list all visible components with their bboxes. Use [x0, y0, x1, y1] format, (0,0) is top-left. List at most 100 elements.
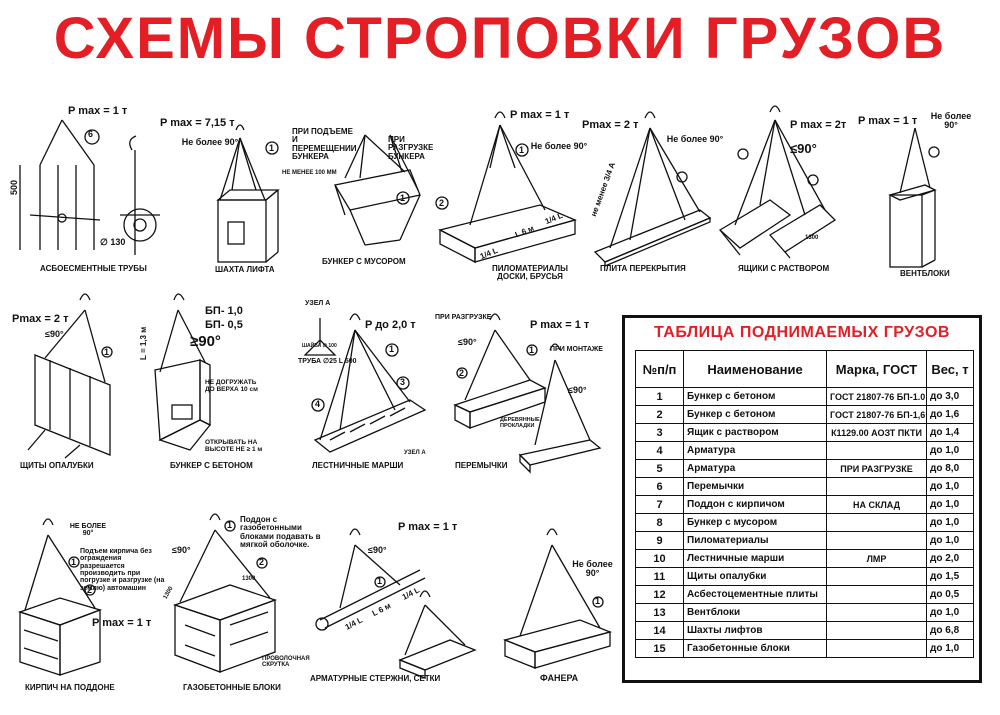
gasblocks-drawing: [173, 513, 277, 673]
table-cell-num: 5: [635, 459, 684, 478]
formwork-caption: ЩИТЫ ОПАЛУБКИ: [20, 461, 94, 470]
table-cell-weight: до 2,0: [926, 549, 974, 568]
bunker-concrete-bp2: БП- 0,5: [205, 319, 243, 331]
lintels-angle-1: ≤90°: [458, 337, 477, 347]
bunker-trash-callout-1: 1: [400, 193, 406, 203]
stairs-callout-1: 1: [389, 344, 395, 354]
pipes-dim-500: 500: [9, 179, 19, 195]
bunker-trash-drawing: [333, 134, 421, 246]
shaft-caption: ШАХТА ЛИФТА: [215, 265, 275, 274]
ventblock-angle-note: Не более 90°: [930, 111, 972, 131]
table-cell-mark: [826, 621, 927, 640]
header-weight: Вес, т: [926, 350, 974, 388]
boxes-angle: ≤90°: [790, 141, 817, 156]
table-cell-mark: ПРИ РАЗГРУЗКЕ: [826, 459, 927, 478]
table-cell-mark: [826, 603, 927, 622]
pipes-diameter: ∅ 130: [100, 237, 126, 247]
formwork-drawing: [27, 293, 113, 459]
bricks-callout-1: 1: [71, 557, 77, 567]
table-cell-mark: К1129.00 АОЗТ ПКТИ: [826, 423, 927, 442]
formwork-pmax: Pmax = 2 т: [12, 313, 69, 325]
lintels-callout-2: 2: [459, 368, 465, 378]
table-cell-name: Щиты опалубки: [683, 567, 827, 586]
stairs-pmax: P до 2,0 т: [365, 319, 416, 331]
table-cell-weight: до 0,5: [926, 585, 974, 604]
table-cell-num: 10: [635, 549, 684, 568]
table-cell-name: Асбестоцементные плиты: [683, 585, 827, 604]
slab-drawing: [593, 111, 712, 267]
shaft-angle-note: Не более 90°: [181, 137, 239, 147]
lintels-callout-1: 1: [529, 345, 535, 355]
header-mark: Марка, ГОСТ: [826, 350, 927, 388]
ventblock-caption: ВЕНТБЛОКИ: [900, 269, 950, 278]
bunker-trash-caption: БУНКЕР С МУСОРОМ: [322, 257, 406, 266]
table-cell-name: Арматура: [683, 441, 827, 460]
plywood-callout-1: 1: [595, 596, 601, 606]
table-cell-num: 12: [635, 585, 684, 604]
table-header-row: №п/п Наименование Марка, ГОСТ Вес, т: [635, 350, 974, 388]
table-cell-mark: [826, 531, 927, 550]
slab-angle-note: Не более 90°: [666, 134, 724, 144]
pipes-caption: АСБОЕСМЕНТНЫЕ ТРУБЫ: [40, 264, 147, 273]
table-cell-name: Бункер с мусором: [683, 513, 827, 532]
table-cell-weight: до 1,0: [926, 477, 974, 496]
table-cell-weight: до 1,5: [926, 567, 974, 586]
plywood-drawing: [502, 528, 613, 669]
pipes-drawing: [19, 119, 160, 255]
table-cell-num: 2: [635, 405, 684, 424]
slab-caption: ПЛИТА ПЕРЕКРЫТИЯ: [600, 264, 686, 273]
stairs-washer: ШАЙБА ∅ 100: [302, 343, 337, 349]
table-cell-mark: [826, 441, 927, 460]
table-cell-name: Газобетонные блоки: [683, 639, 827, 658]
bunker-concrete-angle: ≥90°: [190, 333, 221, 350]
lintels-pmax: P max = 1 т: [530, 319, 590, 331]
rebar-callout-1: 1: [377, 576, 383, 586]
boxes-drawing: [718, 105, 837, 259]
bunker-trash-note-min: НЕ МЕНЕЕ 100 ММ: [282, 170, 337, 176]
table-cell-mark: НА СКЛАД: [826, 495, 927, 514]
lintels-unload: ПРИ РАЗГРУЗКЕ: [435, 314, 492, 321]
bunker-concrete-drawing: [154, 293, 212, 451]
gasblocks-wire: ПРОВОЛОЧНАЯ СКРУТКА: [262, 656, 310, 669]
table-cell-name: Перемычки: [683, 477, 827, 496]
ventblock-drawing: [888, 127, 940, 268]
boxes-pmax: P max = 2т: [790, 119, 847, 131]
table-cell-mark: [826, 513, 927, 532]
table-cell-name: Вентблоки: [683, 603, 827, 622]
table-cell-num: 1: [635, 387, 684, 406]
bunker-concrete-bp1: БП- 1,0: [205, 305, 243, 317]
bunker-trash-note-unload: ПРИ РАЗГРУЗКЕ БУНКЕРА: [388, 135, 434, 161]
table-cell-num: 3: [635, 423, 684, 442]
shaft-pmax: P max = 7,15 т: [160, 117, 235, 129]
slab-pmax: Pmax = 2 т: [582, 119, 639, 131]
bricks-angle-note: НЕ БОЛЕЕ 90°: [69, 523, 107, 538]
bricks-callout-2: 2: [87, 585, 93, 595]
bricks-drawing: [17, 518, 103, 676]
table-cell-mark: ГОСТ 21807-76 БП-1,6: [826, 405, 927, 424]
gasblocks-callout-2: 2: [259, 557, 265, 567]
lintels-drawing: [453, 313, 602, 474]
plywood-caption: ФАНЕРА: [540, 673, 579, 683]
gasblocks-dim-2: 1300: [242, 576, 256, 582]
header-num: №п/п: [635, 350, 684, 388]
boxes-caption: ЯЩИКИ С РАСТВОРОМ: [738, 264, 830, 273]
rebar-pmax: P max = 1 т: [398, 521, 458, 533]
table-cell-num: 13: [635, 603, 684, 622]
gasblocks-callout-1: 1: [227, 520, 233, 530]
table-cell-weight: до 3,0: [926, 387, 974, 406]
lumber-drawing: [435, 111, 577, 264]
lumber-angle-note: Не более 90°: [530, 141, 588, 151]
lintels-angle-2: ≤90°: [568, 385, 587, 395]
